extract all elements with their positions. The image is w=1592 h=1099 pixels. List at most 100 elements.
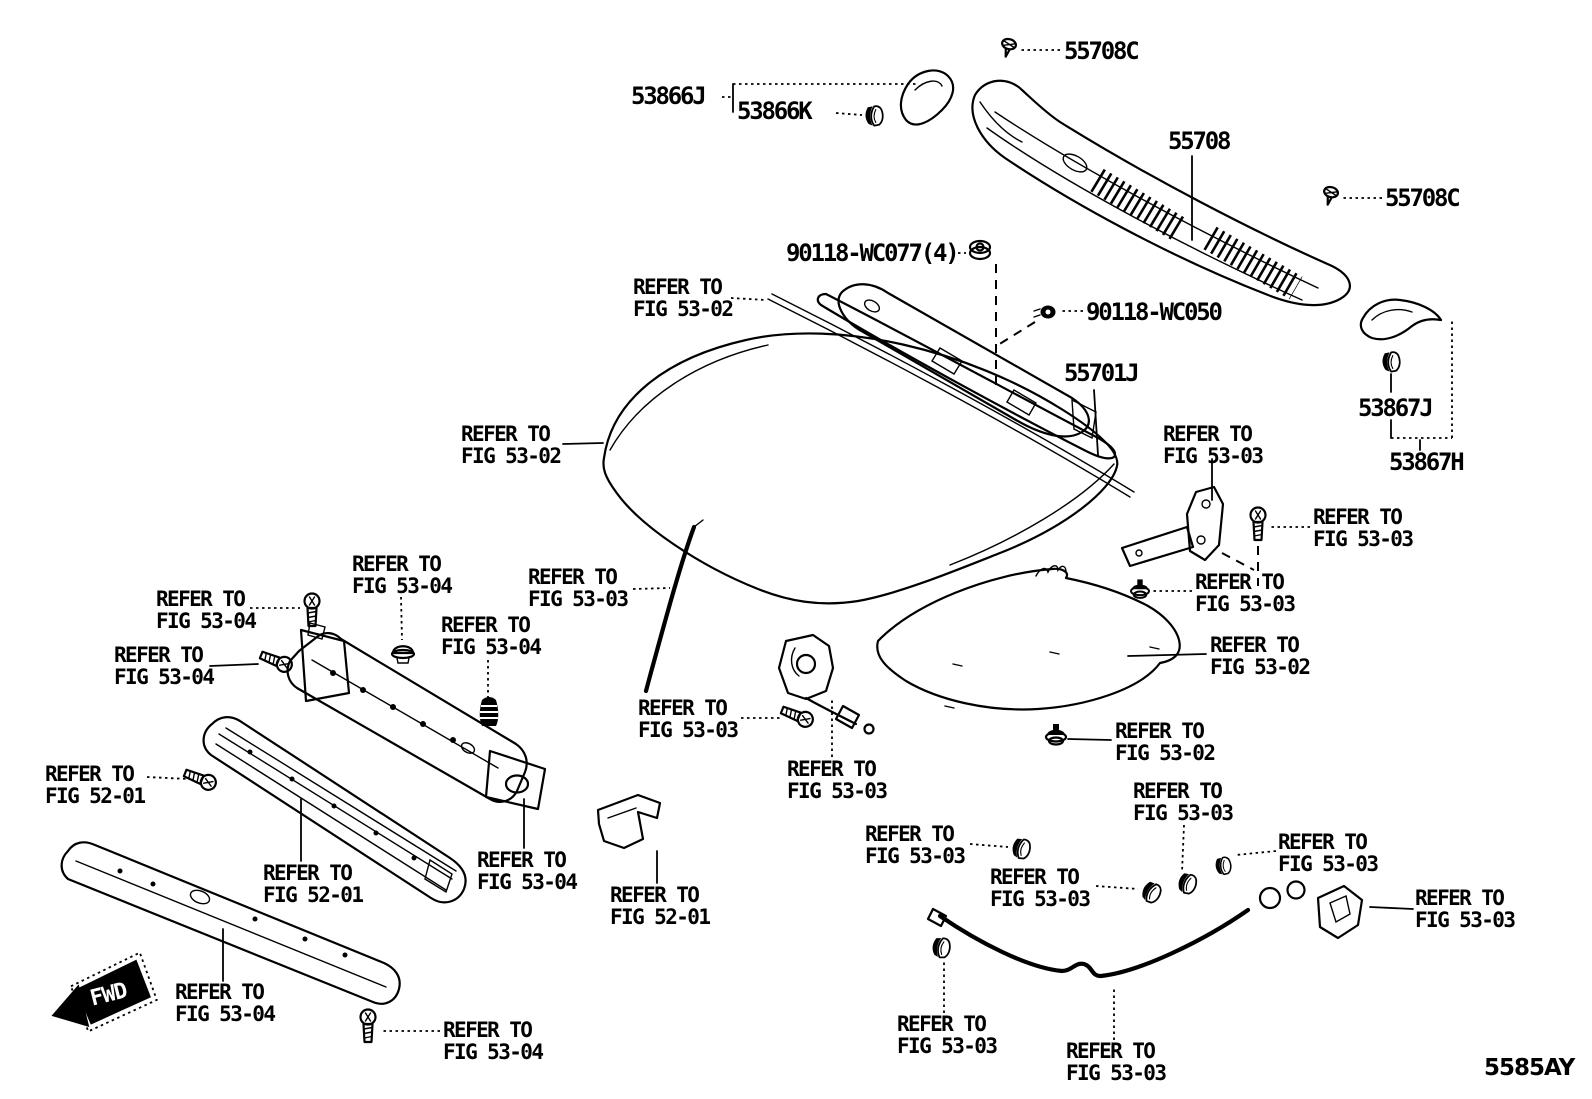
ref-label-13-line2: FIG 53-03 (638, 718, 739, 742)
radiator-grille-upper-bar (202, 716, 467, 904)
ref-label-19-line2: FIG 53-03 (990, 887, 1091, 911)
fwd-direction-arrow: FWD (51, 951, 158, 1033)
ref-label-10-line1: REFER TO (441, 613, 531, 637)
hood-rear-seal (767, 293, 1135, 498)
windshield-outside-molding (816, 292, 1117, 460)
cable-clip-icon-2 (1138, 878, 1165, 907)
ref-label-16-line2: FIG 53-03 (1133, 801, 1234, 825)
ref-label-9-line1: REFER TO (114, 643, 204, 667)
cowl-side-seal-left (899, 69, 955, 126)
ref-label-2-line1: REFER TO (461, 422, 551, 446)
part-label-55701j: 55701J (1064, 359, 1140, 387)
part-label-55708: 55708 (1168, 127, 1231, 155)
ref-label-25-line1: REFER TO (443, 1018, 533, 1042)
clip-icon-53866k (864, 105, 884, 127)
bolt-icon-support-top (303, 592, 321, 628)
push-clip-icon-insulator (1044, 722, 1068, 746)
ref-label-6-line2: FIG 53-04 (156, 609, 257, 633)
ref-label-18-line2: FIG 53-03 (1278, 852, 1379, 876)
bolt-icon-hinge (1249, 506, 1267, 542)
hood-lock-bracket (596, 793, 662, 850)
bolt-icon-grille (181, 764, 220, 794)
bolt-icon-support-lower (359, 1008, 377, 1044)
screw-icon-55708c-top (997, 36, 1019, 60)
ref-label-7-line1: REFER TO (528, 565, 618, 589)
ref-label-23-line1: REFER TO (1415, 886, 1505, 910)
ref-label-4-line2: FIG 53-03 (1313, 527, 1414, 551)
hood-release-cable (926, 880, 1364, 979)
radiator-support-upper (286, 622, 547, 811)
ref-label-5-line1: REFER TO (352, 552, 442, 576)
ref-label-16-line1: REFER TO (1133, 779, 1223, 803)
ref-label-18-line1: REFER TO (1278, 830, 1368, 854)
ref-label-6-line1: REFER TO (156, 587, 246, 611)
ref-label-27-line1: REFER TO (1066, 1039, 1156, 1063)
part-label-90118-wc077: 90118-WC077(4) (786, 239, 960, 267)
ref-label-14-line1: REFER TO (1115, 719, 1205, 743)
figure-code: 5585AY (1484, 1055, 1575, 1081)
ref-label-3-line1: REFER TO (1163, 422, 1253, 446)
ref-label-10-line2: FIG 53-04 (441, 635, 542, 659)
cushion-icon (390, 645, 416, 665)
ref-label-11-line2: FIG 53-02 (1210, 655, 1311, 679)
ref-label-26-line1: REFER TO (897, 1012, 987, 1036)
ref-label-11-line1: REFER TO (1210, 633, 1300, 657)
ref-label-20-line1: REFER TO (263, 861, 353, 885)
ref-label-22-line2: FIG 52-01 (610, 905, 711, 929)
cowl-side-panel-right (1359, 298, 1443, 341)
ref-label-23-line2: FIG 53-03 (1415, 908, 1516, 932)
leader-lines (146, 49, 1453, 1040)
ref-label-14-line2: FIG 53-02 (1115, 741, 1216, 765)
bolt-icon-lock (778, 701, 817, 731)
screw-icon-55708c-right (1319, 184, 1341, 208)
part-label-53867j: 53867J (1358, 394, 1434, 422)
ref-label-12-line2: FIG 52-01 (45, 784, 146, 808)
radiator-support-lower (60, 841, 401, 1005)
hood-hinge (1120, 485, 1225, 568)
ref-label-21-line2: FIG 53-04 (477, 870, 578, 894)
cable-clip-icon-4 (1214, 856, 1233, 876)
ref-label-26-line2: FIG 53-03 (897, 1034, 998, 1058)
ref-label-27-line2: FIG 53-03 (1066, 1061, 1167, 1085)
cowl-top-reinforcement (837, 283, 1097, 440)
push-clip-icon-hinge-area (1130, 578, 1150, 599)
cowl-top-ventilator-panel (971, 79, 1351, 307)
ref-label-8-line1: REFER TO (1195, 570, 1285, 594)
ref-label-7-line2: FIG 53-03 (528, 587, 629, 611)
ref-label-3-line2: FIG 53-03 (1163, 444, 1264, 468)
ref-label-9-line2: FIG 53-04 (114, 665, 215, 689)
nut-icon-90118-wc050 (1033, 305, 1056, 319)
part-label-55708c-top: 55708C (1064, 37, 1140, 65)
part-label-53866j: 53866J (631, 82, 707, 110)
ref-label-13-line1: REFER TO (638, 696, 728, 720)
part-label-53867h: 53867H (1389, 448, 1465, 476)
part-label-90118-wc050: 90118-WC050 (1086, 298, 1223, 326)
ref-label-25-line2: FIG 53-04 (443, 1040, 544, 1064)
part-label-53866k: 53866K (737, 97, 813, 125)
